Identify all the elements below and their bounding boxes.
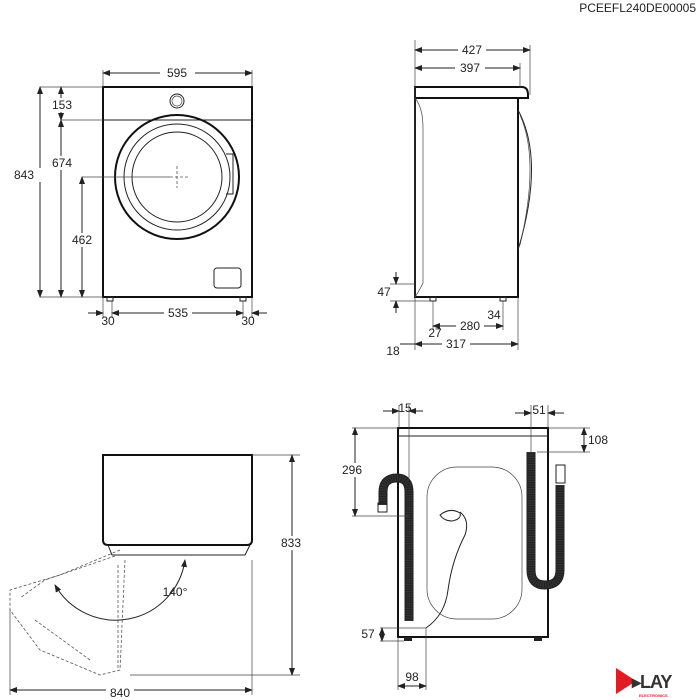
play-electronics-logo: ▸LAY ELECTRONICS xyxy=(616,668,673,698)
power-cable xyxy=(425,511,468,629)
play-triangle-icon xyxy=(616,668,636,694)
dim-height-open: 833 xyxy=(281,536,301,550)
machine-top-body xyxy=(102,454,253,546)
dim-depth-body: 397 xyxy=(460,61,480,75)
side-view: 427 397 47 280 27 34 317 18 xyxy=(377,40,532,358)
dim-height: 843 xyxy=(14,168,34,182)
dim-51: 51 xyxy=(532,403,546,417)
dim-18: 18 xyxy=(386,344,400,358)
dim-width: 595 xyxy=(167,66,187,80)
dim-door-angle: 140° xyxy=(163,585,188,599)
dim-15: 15 xyxy=(398,401,412,415)
dim-side-right: 30 xyxy=(241,314,255,328)
dim-depth-open: 840 xyxy=(110,686,130,700)
dim-98: 98 xyxy=(405,670,419,684)
dim-door-center: 462 xyxy=(72,233,92,247)
dim-foot-height: 47 xyxy=(377,285,391,299)
machine-side-body xyxy=(414,98,519,298)
dim-317: 317 xyxy=(446,337,466,351)
rear-view: 15 51 108 296 57 98 xyxy=(340,401,608,690)
svg-text:ELECTRONICS: ELECTRONICS xyxy=(639,693,668,698)
dim-top-panel: 153 xyxy=(52,98,72,112)
dim-side-left: 30 xyxy=(101,314,115,328)
power-plug xyxy=(439,509,461,522)
dim-34: 34 xyxy=(487,308,501,322)
dim-door-top: 674 xyxy=(52,156,72,170)
dim-296: 296 xyxy=(342,463,362,477)
drawing-code: PCEEFL240DE00005 xyxy=(579,1,696,15)
program-knob xyxy=(169,93,185,109)
dim-280: 280 xyxy=(460,319,480,333)
front-view: 595 843 153 674 462 535 30 30 xyxy=(14,65,267,328)
drain-hose xyxy=(378,473,414,621)
dim-57: 57 xyxy=(361,627,375,641)
dim-27: 27 xyxy=(428,326,442,340)
dim-feet-span: 535 xyxy=(168,306,188,320)
dim-depth-total: 427 xyxy=(462,43,482,57)
filter-cover xyxy=(213,267,242,289)
machine-rear-body xyxy=(397,427,549,638)
top-view: 140° 833 840 xyxy=(9,454,306,700)
dim-108: 108 xyxy=(588,433,608,447)
svg-text:▸LAY: ▸LAY xyxy=(631,672,672,692)
machine-front-body xyxy=(102,86,253,298)
